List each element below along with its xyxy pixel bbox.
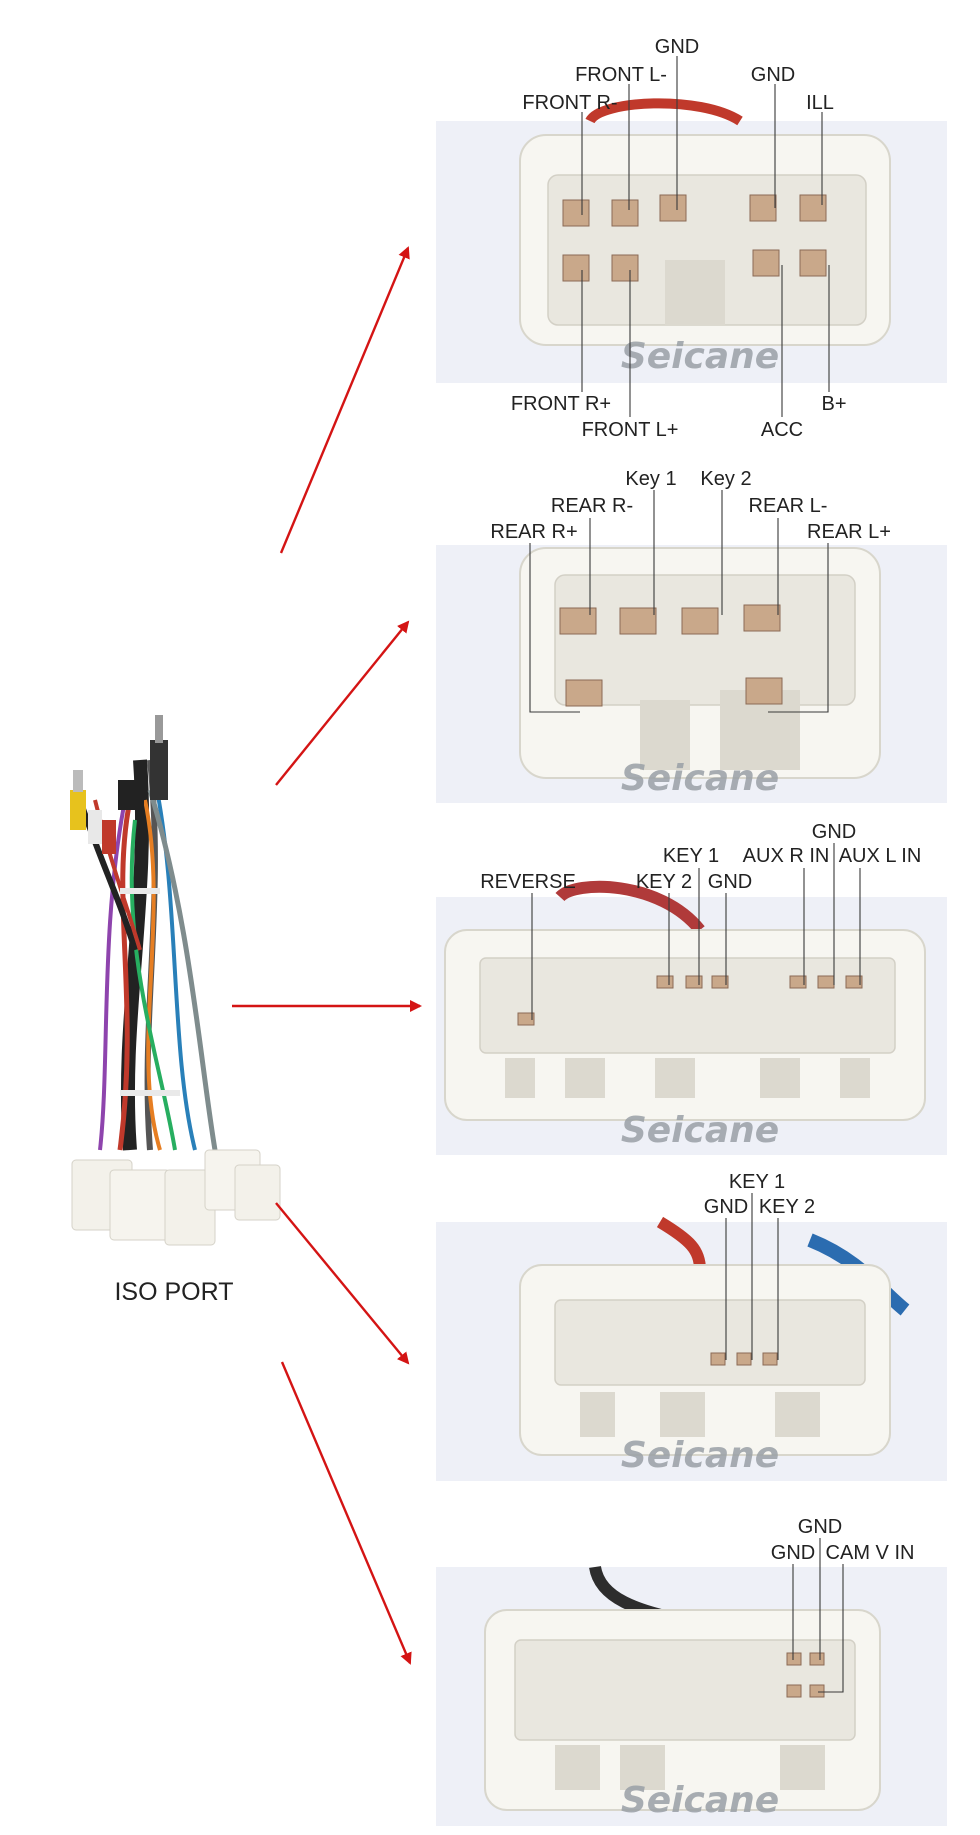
- label-c1-front-l-minus: FRONT L-: [575, 64, 667, 86]
- label-c2-rear-l-plus: REAR L+: [807, 521, 891, 543]
- label-c4-key1: KEY 1: [729, 1171, 785, 1193]
- wire-harness-image: [70, 715, 281, 1246]
- label-c2-key2: Key 2: [700, 468, 751, 490]
- label-c1-ill: ILL: [806, 92, 834, 114]
- label-c3-aux-l-in: AUX L IN: [839, 845, 922, 867]
- connector5-photo: Seicane: [436, 1565, 947, 1826]
- connector4-photo: Seicane: [436, 1216, 947, 1481]
- label-c5-gnd-b: GND: [771, 1542, 815, 1564]
- arrow-to-connector4: [275, 1202, 410, 1365]
- connector3-photo: Seicane: [436, 880, 947, 1155]
- connector1-photo: Seicane: [436, 98, 947, 383]
- label-c2-rear-r-minus: REAR R-: [551, 495, 633, 517]
- label-c3-reverse: REVERSE: [480, 871, 576, 893]
- label-c1-b-plus: B+: [821, 393, 846, 415]
- arrow-to-connector2: [275, 620, 410, 786]
- connector5-leaders: [792, 1538, 844, 1693]
- connector3-leaders: [531, 843, 861, 1020]
- label-c1-acc: ACC: [761, 419, 803, 441]
- label-c2-rear-l-minus: REAR L-: [749, 495, 828, 517]
- label-c3-aux-r-in: AUX R IN: [743, 845, 830, 867]
- watermark: Seicane: [621, 336, 779, 377]
- label-c1-front-r-minus: FRONT R-: [522, 92, 617, 114]
- connector4-leaders: [725, 1193, 779, 1360]
- label-c3-key2: KEY 2: [636, 871, 692, 893]
- label-c2-key1: Key 1: [625, 468, 676, 490]
- label-c4-gnd: GND: [704, 1196, 748, 1218]
- label-c4-key2: KEY 2: [759, 1196, 815, 1218]
- connector4-labels: KEY 1 GND KEY 2: [704, 1171, 815, 1218]
- label-c3-gnd-b: GND: [708, 871, 752, 893]
- connector3-labels: GND KEY 1 AUX R IN AUX L IN REVERSE KEY …: [480, 821, 921, 893]
- label-c2-rear-r-plus: REAR R+: [490, 521, 577, 543]
- connector2-labels: Key 1 Key 2 REAR R- REAR L- REAR R+ REAR…: [490, 468, 891, 543]
- connector1-leaders: [581, 56, 830, 417]
- label-c5-gnd-a: GND: [798, 1516, 842, 1538]
- label-c3-key1: KEY 1: [663, 845, 719, 867]
- label-c1-front-l-plus: FRONT L+: [582, 419, 679, 441]
- label-c5-cam-v-in: CAM V IN: [826, 1542, 915, 1564]
- connector1-labels: GND FRONT L- FRONT R- GND ILL FRONT R+ F…: [511, 36, 847, 441]
- watermark: Seicane: [621, 1780, 779, 1821]
- watermark: Seicane: [621, 758, 779, 799]
- arrow-to-connector5: [280, 1361, 412, 1665]
- arrow-to-connector1: [279, 246, 410, 554]
- label-c1-gnd-b: GND: [751, 64, 795, 86]
- iso-port-label: ISO PORT: [114, 1278, 233, 1306]
- label-c1-gnd-a: GND: [655, 36, 699, 58]
- arrows: [232, 246, 422, 1665]
- watermark: Seicane: [621, 1435, 779, 1476]
- label-c3-gnd-a: GND: [812, 821, 856, 843]
- connector2-photo: Seicane: [436, 545, 947, 803]
- watermark: Seicane: [621, 1110, 779, 1151]
- label-c1-front-r-plus: FRONT R+: [511, 393, 611, 415]
- connector2-leaders: [529, 490, 829, 713]
- connector5-labels: GND GND CAM V IN: [771, 1516, 915, 1564]
